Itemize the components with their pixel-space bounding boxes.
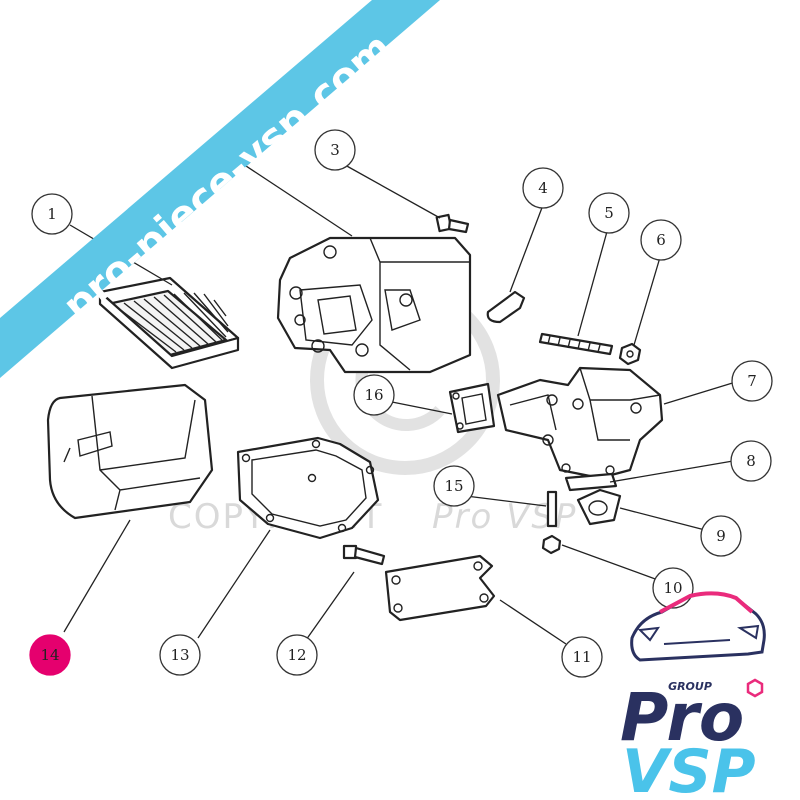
- callout-8: 8: [730, 440, 772, 482]
- callout-circle-16: [353, 374, 395, 416]
- callout-circle-14: [29, 634, 71, 676]
- logo-hex-icon: [746, 678, 764, 698]
- part-11-plate-gasket: [384, 554, 496, 622]
- part-3-bolt: [435, 213, 470, 234]
- callout-16: 16: [353, 374, 395, 416]
- banner-stripe: [0, 0, 440, 378]
- part-6-nut: [618, 342, 642, 366]
- callout-12: 12: [276, 634, 318, 676]
- callout-10: 10: [652, 567, 694, 609]
- callout-6: 6: [640, 219, 682, 261]
- callout-circle-8: [730, 440, 772, 482]
- part-14-filter-housing: [46, 383, 214, 520]
- callout-number-8: 8: [746, 452, 756, 470]
- callout-number-3: 3: [330, 141, 340, 159]
- car-outline-icon: [630, 591, 766, 662]
- callout-number-15: 15: [444, 477, 463, 495]
- part-12-bolt: [342, 544, 386, 566]
- part-15-stud: [546, 490, 558, 528]
- callout-circle-9: [700, 515, 742, 557]
- callout-circle-12: [276, 634, 318, 676]
- callout-4: 4: [522, 167, 564, 209]
- callout-3: 3: [314, 129, 356, 171]
- callout-circle-13: [159, 634, 201, 676]
- part-16-gasket: [448, 382, 496, 434]
- callout-circle-4: [522, 167, 564, 209]
- callout-1: 1: [31, 193, 73, 235]
- callout-number-13: 13: [170, 646, 189, 664]
- callout-circle-7: [731, 360, 773, 402]
- part-8-gasket: [564, 472, 618, 492]
- provsp-logo: GROUP Pro VSP: [620, 591, 766, 800]
- callout-circle-11: [561, 636, 603, 678]
- callout-13: 13: [159, 634, 201, 676]
- callout-number-6: 6: [656, 231, 666, 249]
- callout-5: 5: [588, 192, 630, 234]
- callout-7: 7: [731, 360, 773, 402]
- callout-circle-5: [588, 192, 630, 234]
- callout-number-5: 5: [604, 204, 614, 222]
- part-10-nut: [541, 534, 562, 555]
- logo-group-text: GROUP: [668, 680, 712, 693]
- part-2-airbox-cover: [276, 236, 472, 374]
- part-4-clip: [486, 290, 526, 324]
- callout-circle-1: [31, 193, 73, 235]
- callout-circle-3: [314, 129, 356, 171]
- callout-number-11: 11: [572, 648, 591, 666]
- logo-vsp-text: VSP: [622, 737, 756, 800]
- callout-9: 9: [700, 515, 742, 557]
- part-1-air-filter: [98, 276, 240, 370]
- callout-number-4: 4: [538, 179, 548, 197]
- callout-circle-6: [640, 219, 682, 261]
- callout-14: 14: [29, 634, 71, 676]
- part-9-flange-gasket: [576, 488, 622, 526]
- callout-number-14: 14: [40, 646, 59, 664]
- callout-number-9: 9: [716, 527, 726, 545]
- callout-number-12: 12: [287, 646, 306, 664]
- part-5-stud: [538, 332, 614, 356]
- callout-number-7: 7: [747, 372, 757, 390]
- logo-pro-text: Pro: [620, 679, 744, 756]
- callout-number-16: 16: [364, 386, 383, 404]
- callout-15: 15: [433, 465, 475, 507]
- part-13-housing-gasket: [236, 436, 380, 540]
- callout-number-10: 10: [663, 579, 682, 597]
- callout-circle-15: [433, 465, 475, 507]
- part-7-intake-manifold: [496, 366, 664, 480]
- callout-number-1: 1: [47, 205, 57, 223]
- callout-11: 11: [561, 636, 603, 678]
